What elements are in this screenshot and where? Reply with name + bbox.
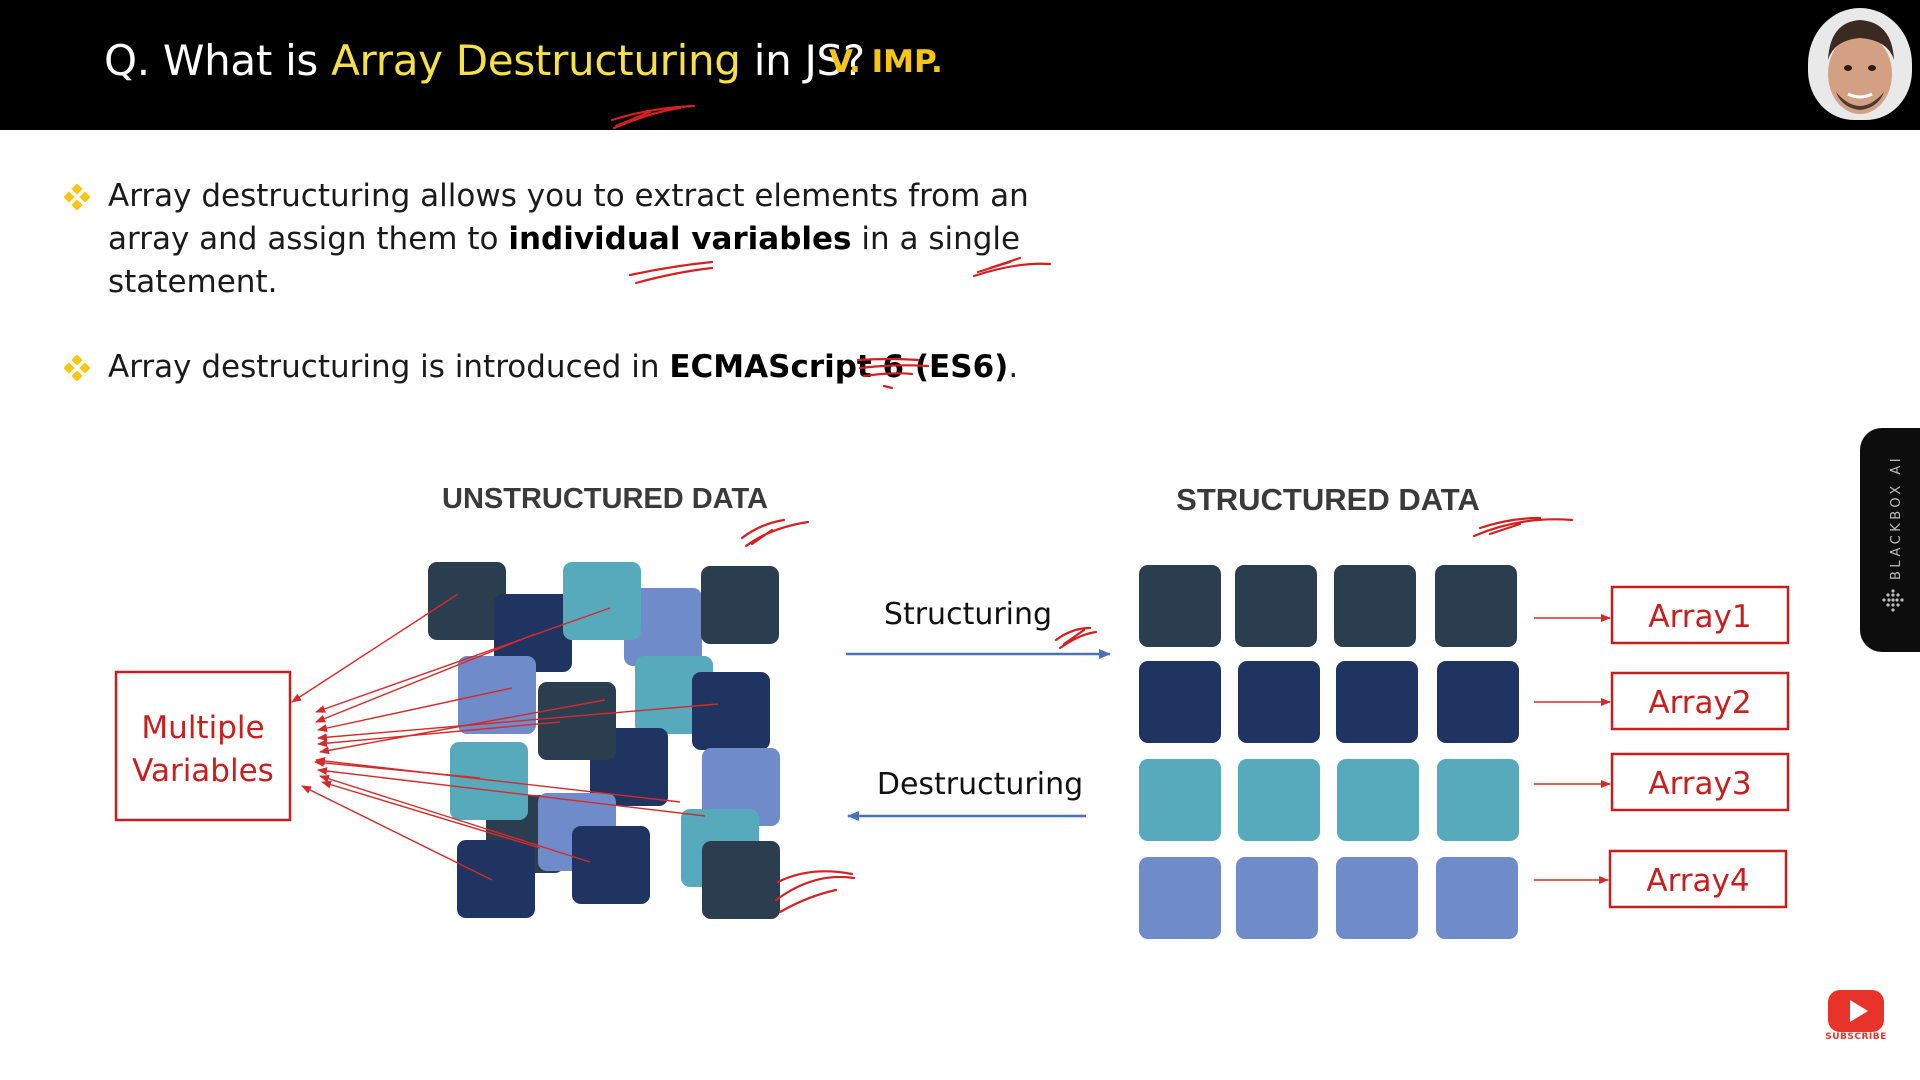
- array2-box: [1610, 671, 1790, 731]
- four-diamond-bullet-icon: [64, 184, 90, 210]
- title-suffix: in JS?: [740, 36, 865, 85]
- structured-tile: [1437, 759, 1519, 841]
- structured-tile: [1238, 661, 1320, 743]
- bullet-text-2-bold: ECMAScript 6 (ES6): [669, 349, 1009, 385]
- unstructured-tile: [563, 562, 641, 640]
- structured-grid: [1139, 565, 1519, 939]
- extraction-arrow: [319, 699, 606, 755]
- bullet-item: Array destructuring is introduced in ECM…: [64, 346, 1064, 389]
- structured-tile: [1139, 661, 1221, 743]
- structured-tile: [1437, 661, 1519, 743]
- unstructured-tile: [701, 566, 779, 644]
- unstructured-tile: [624, 588, 702, 666]
- title-prefix: Q. What is: [104, 36, 332, 85]
- bullet-text-1-end: in a single statement.: [108, 221, 1021, 300]
- structured-tile: [1336, 857, 1418, 939]
- unstructured-tile: [692, 672, 770, 750]
- structured-tile: [1436, 857, 1518, 939]
- unstructured-tile: [538, 682, 616, 760]
- scribble: [610, 104, 696, 130]
- array1-box: [1610, 585, 1790, 645]
- extraction-arrow: [301, 785, 493, 881]
- unstructured-tile: [428, 562, 506, 640]
- page-title: Q. What is Array Destructuring in JS?: [104, 36, 865, 85]
- scribble: [972, 256, 1052, 278]
- structured-data-title: STRUCTURED DATA: [1176, 482, 1480, 517]
- bullet-text-1-bold: individual variables: [508, 221, 852, 257]
- bullet-text-2-start: Array destructuring is introduced in: [108, 349, 670, 385]
- structured-tile: [1235, 565, 1317, 647]
- unstructured-tiles: [428, 562, 780, 919]
- scribble: [1054, 626, 1098, 650]
- extraction-arrow: [315, 607, 611, 713]
- importance-badge: V. IMP.: [829, 44, 943, 80]
- extraction-arrow: [317, 703, 719, 742]
- array1-label: Array1: [1648, 599, 1751, 635]
- bullet-list: Array destructuring allows you to extrac…: [64, 175, 1064, 389]
- unstructured-tile: [457, 840, 535, 918]
- structured-tile: [1238, 759, 1320, 841]
- blackbox-ai-label: BLACKBOX AI: [1889, 454, 1904, 580]
- extraction-arrow: [317, 721, 561, 748]
- extraction-arrow: [315, 633, 536, 723]
- unstructured-tile: [458, 656, 536, 734]
- unstructured-tile: [702, 841, 780, 919]
- structured-tile: [1435, 565, 1517, 647]
- structured-tile: [1139, 759, 1221, 841]
- structured-tile: [1334, 565, 1416, 647]
- structured-tile: [1236, 857, 1318, 939]
- array3-box: [1610, 752, 1790, 812]
- multiple-variables-box: [114, 670, 292, 822]
- scribble: [856, 357, 930, 390]
- extraction-arrows: [291, 593, 719, 881]
- unstructured-tile: [494, 594, 572, 672]
- unstructured-data-title: UNSTRUCTURED DATA: [442, 483, 768, 515]
- presenter-avatar: [1808, 8, 1912, 120]
- four-diamond-bullet-icon: [64, 355, 90, 381]
- extraction-arrow: [321, 780, 541, 849]
- array3-label: Array3: [1648, 766, 1751, 802]
- blackbox-dots-icon: [1882, 589, 1904, 612]
- scribble: [628, 260, 714, 285]
- extraction-arrow: [315, 757, 681, 803]
- structured-tile: [1139, 857, 1221, 939]
- unstructured-tile: [572, 826, 650, 904]
- scribble: [774, 870, 856, 914]
- youtube-play-icon[interactable]: [1826, 986, 1886, 1046]
- extraction-arrow: [317, 767, 706, 817]
- structured-tile: [1337, 759, 1419, 841]
- subscribe-label[interactable]: SUBSCRIBE: [1825, 1032, 1887, 1042]
- scribble: [1472, 516, 1574, 538]
- title-highlight: Array Destructuring: [331, 36, 741, 85]
- bullet-text-2-end: .: [1008, 349, 1019, 385]
- bullet-item: Array destructuring allows you to extrac…: [64, 175, 1064, 304]
- structuring-label: Structuring: [884, 597, 1052, 632]
- destructuring-label: Destructuring: [877, 767, 1083, 802]
- extraction-arrow: [317, 687, 513, 733]
- header-bar: Q. What is Array Destructuring in JS? V.…: [0, 0, 1920, 130]
- bullet-text-1-start: Array destructuring allows you to extrac…: [108, 178, 1029, 257]
- unstructured-tile: [450, 742, 528, 820]
- extraction-arrow: [291, 593, 459, 703]
- scribble: [740, 518, 810, 548]
- unstructured-tile: [702, 748, 780, 826]
- multiple-variables-label-line1: Multiple: [141, 710, 264, 746]
- multiple-variables-label-line2: Variables: [132, 753, 274, 789]
- array4-label: Array4: [1646, 863, 1749, 899]
- structured-tile: [1336, 661, 1418, 743]
- annotation-scribbles: [610, 104, 1574, 914]
- array2-label: Array2: [1648, 685, 1751, 721]
- extraction-arrow: [319, 774, 591, 863]
- blackbox-ai-widget[interactable]: [1860, 428, 1920, 652]
- array4-box: [1608, 849, 1788, 909]
- structured-tile: [1139, 565, 1221, 647]
